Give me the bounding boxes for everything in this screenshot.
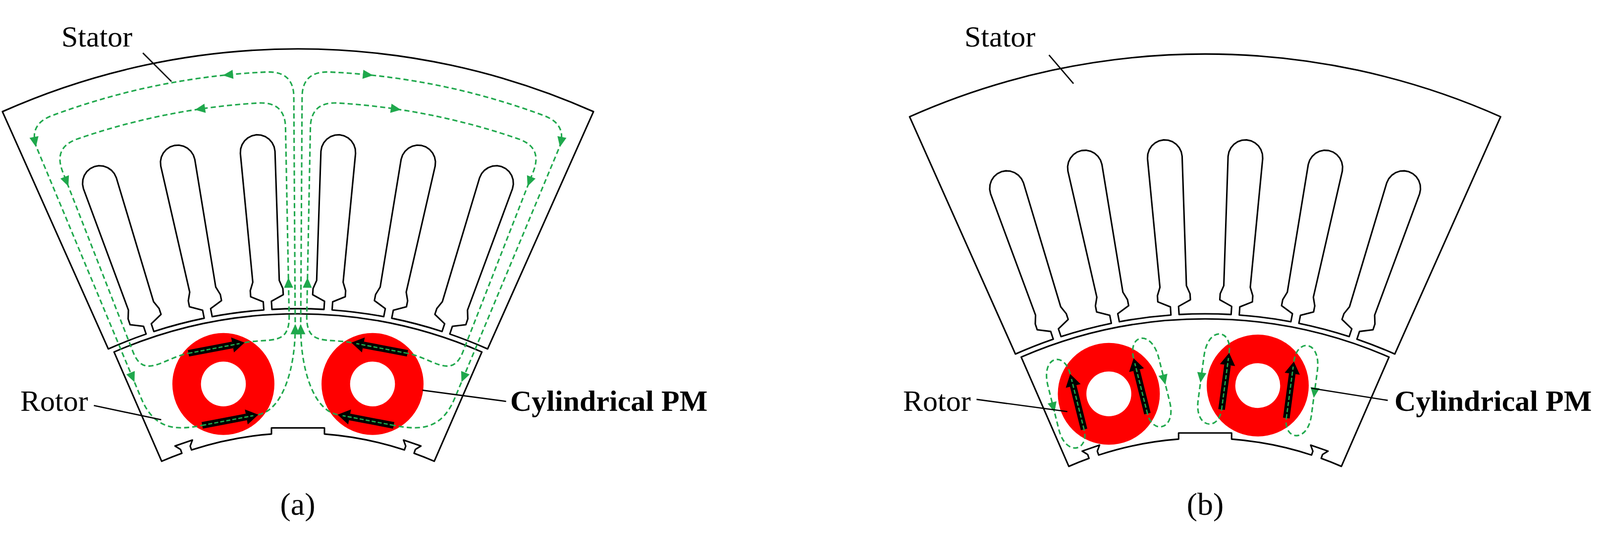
flux-line [1132,338,1172,427]
cylindrical-magnet [1206,334,1309,437]
flux-dash [188,343,240,354]
flux-arrowhead [302,277,313,289]
leader-line [1311,388,1388,401]
flux-dash [1221,358,1229,410]
flux-arrowhead [1158,373,1168,385]
flux-arrowhead [461,371,470,383]
flux-arrowhead [29,136,39,148]
panel-label: (b) [1186,486,1225,524]
flux-arrowhead [222,69,234,79]
flux-line [306,103,536,367]
part-label: Rotor [20,384,89,419]
cylindrical-magnet [1057,343,1160,446]
flux-arrowhead [362,69,374,79]
magnet-bore [350,362,396,408]
rotor-core [113,314,482,462]
leader-line [1049,54,1074,84]
leader-line [94,405,162,421]
part-label: Stator [61,19,133,54]
pole-pair [1046,334,1320,449]
flux-arrowhead [60,175,69,187]
flux-arrowhead [283,277,294,289]
flux-dash [1071,379,1084,430]
part-label: Cylindrical PM [510,384,708,419]
rotor-core [1021,319,1390,467]
part-label: Stator [964,19,1036,54]
panel-label: (a) [279,486,316,524]
flux-dash [1134,363,1148,415]
magnet-bore [1235,363,1281,409]
flux-line [300,71,562,428]
flux-dash [342,416,394,427]
flux-arrowhead [1197,372,1207,384]
flux-line [59,103,290,367]
cylindrical-magnet [172,333,275,436]
pole-right [296,69,567,436]
cylindrical-magnet [321,333,424,436]
flux-arrowhead [527,175,536,187]
flux-dash [202,416,254,427]
flux-arrowhead [296,324,306,335]
flux-line [34,71,296,428]
flux-arrowhead [557,136,567,148]
magnet-bore [201,362,247,408]
part-label: Cylindrical PM [1394,384,1592,419]
pole-left [29,69,301,436]
flux-line [1046,359,1085,449]
flux-arrowhead [195,104,207,113]
leader-line [976,399,1067,413]
leader-line [142,53,172,82]
magnet-bore [1086,371,1132,417]
flux-dash [356,343,408,354]
flux-arrowhead [126,371,135,383]
flux-arrowhead [1047,401,1057,413]
part-label: Rotor [903,384,971,419]
stator-core [909,53,1501,355]
flux-dash [1286,367,1294,419]
flux-arrowhead [390,104,402,113]
flux-line [1197,334,1230,425]
stator-core [2,49,594,350]
leader-lines [94,53,1388,421]
leader-line [422,390,507,402]
panel-a-figure [2,49,594,462]
